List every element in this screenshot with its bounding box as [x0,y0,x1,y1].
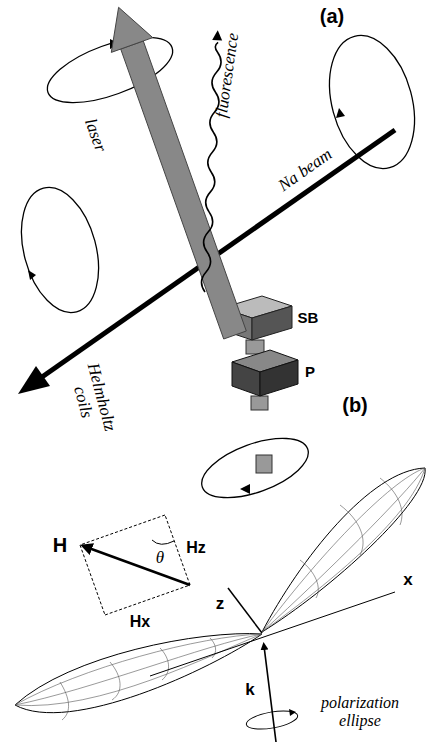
panel-label: (a) [320,5,344,27]
axis-label: x [403,571,412,590]
fluorescence-arrowhead [212,30,223,41]
vector-label: H [53,534,67,556]
polarization-ellipse [245,708,299,733]
component-label: Hx [130,613,150,631]
laser-arrowhead [111,7,152,52]
component-label: P [305,364,315,381]
ellipse-arrow [289,709,296,716]
component-label: Hz [186,539,206,557]
angle-label: θ [156,549,164,568]
lobe-mesh [15,468,425,720]
beam-arrowhead [18,366,50,394]
emission-lobe [15,468,425,713]
field-vector [86,547,190,585]
z-axis [228,588,262,633]
coil-label: Helmholtz coils [64,357,121,444]
beam-label: laser [80,116,109,154]
polarizer [232,350,298,396]
x-axis [150,592,395,676]
axis-label: z [216,595,225,614]
component-label: SB [298,310,319,327]
field-components [80,515,190,615]
ellipse-label: polarization ellipse [310,694,410,729]
beam-label: Na beam [275,145,336,195]
emission-label: fluorescence [213,31,243,118]
panel-label: (b) [342,394,368,416]
vector-label: k [245,681,254,700]
angle-arc [152,540,174,544]
helmholtz-coil [9,24,429,510]
current-arrow [28,39,345,494]
